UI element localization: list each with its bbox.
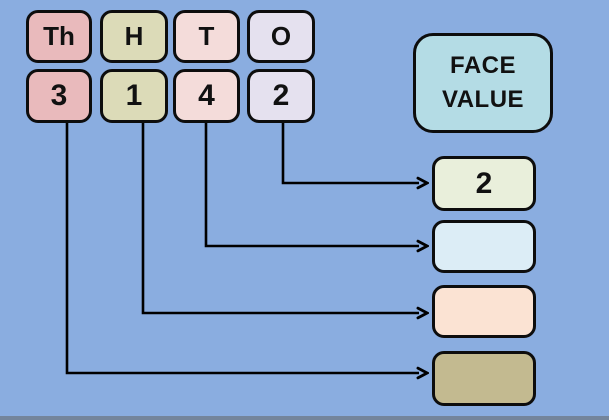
answer-box-tens [432,220,536,273]
digit-box-tens: 4 [173,69,240,123]
digit-box-hundreds: 1 [100,69,168,123]
arrow-hundreds-to-answer [141,123,419,313]
face-value-label-line1: FACE [449,52,516,79]
arrow-tens-to-answer [204,123,419,246]
answer-box-ones: 2 [432,156,536,211]
place-header-t: T [173,10,240,63]
place-header-h: H [100,10,168,63]
place-header-o: O [247,10,315,63]
arrow-ones-to-answer [281,123,419,183]
bottom-edge-strip [0,416,609,420]
answer-box-thousands [432,351,536,406]
answer-box-hundreds [432,285,536,338]
face-value-label-line2: VALUE [441,86,525,113]
arrow-thousands-to-answer [65,123,419,373]
digit-box-thousands: 3 [26,69,92,123]
face-value-title-box: FACE VALUE [413,33,553,133]
digit-box-ones: 2 [247,69,315,123]
place-header-th: Th [26,10,92,63]
